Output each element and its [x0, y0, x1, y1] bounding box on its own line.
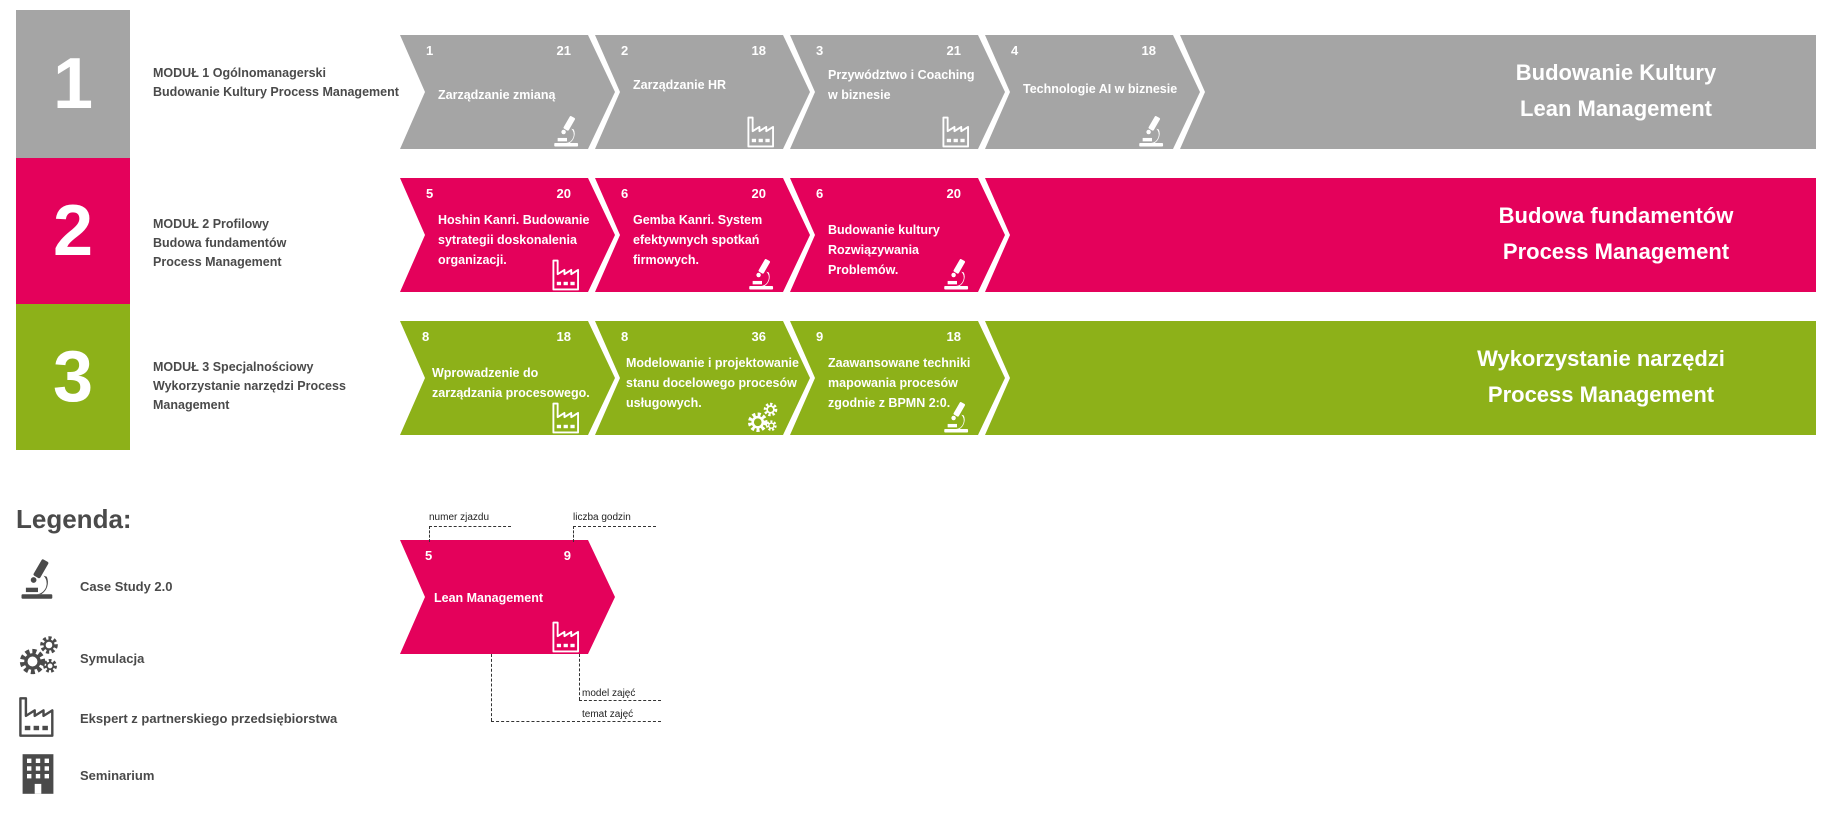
callout-line [429, 526, 511, 527]
factory-icon [549, 401, 585, 435]
session-hours: 20 [946, 186, 961, 201]
legend-label: Ekspert z partnerskiego przedsiębiorstwa [80, 711, 338, 726]
module-number-box: 2 [16, 158, 130, 304]
session-number: 9 [816, 329, 824, 344]
session-title: Zarządzanie zmianą [438, 88, 556, 102]
session-hours: 21 [556, 43, 571, 58]
legend-label: Seminarium [80, 768, 155, 783]
session-title: Hoshin Kanri. Budowanie sytrategii dosko… [438, 213, 590, 267]
session-chevron[interactable]: 8 18 Wprowadzenie do zarządzania proceso… [400, 321, 615, 435]
session-title: Budowanie kultury Rozwiązywania Problemó… [828, 223, 940, 277]
session-chevron[interactable]: 3 21 Przywództwo i Coaching w biznesie [790, 35, 1005, 149]
microscope-icon [939, 258, 975, 292]
microscope-icon [1134, 115, 1170, 149]
session-title: Przywództwo i Coaching w biznesie [828, 68, 975, 102]
microscope-icon [16, 558, 60, 602]
module-band: Wykorzystanie narzędzi Process Managemen… [985, 321, 1816, 435]
session-number: 5 [426, 186, 434, 201]
session-number: 6 [816, 186, 824, 201]
session-number: 2 [621, 43, 629, 58]
module-band: Budowanie Kultury Lean Management [1180, 35, 1816, 149]
module-number-box: 1 [16, 10, 130, 158]
session-chevron[interactable]: 2 18 Zarządzanie HR [595, 35, 810, 149]
factory-icon [744, 115, 780, 149]
legend-example-chevron: 5 9 Lean Management [400, 540, 615, 654]
module-description: MODUŁ 1 Ogólnomanagerski Budowanie Kultu… [153, 66, 399, 99]
session-hours: 20 [751, 186, 766, 201]
session-number: 6 [621, 186, 629, 201]
session-number: 8 [422, 329, 430, 344]
session-number: 8 [621, 329, 629, 344]
callout-line [573, 526, 656, 527]
band-title: Wykorzystanie narzędzi Process Managemen… [1477, 346, 1725, 407]
callout-session-number: numer zjazdu [429, 512, 490, 523]
legend-label: Case Study 2.0 [80, 579, 173, 594]
gears-icon [744, 401, 780, 435]
session-number: 4 [1011, 43, 1019, 58]
session-chevron[interactable]: 6 20 Gemba Kanri. System efektywnych spo… [595, 178, 810, 292]
session-title: Zarządzanie HR [633, 78, 727, 92]
session-hours: 18 [556, 329, 571, 344]
session-number: 1 [426, 43, 434, 58]
module-number-box: 3 [16, 304, 130, 450]
microscope-icon [549, 115, 585, 149]
session-title: Gemba Kanri. System efektywnych spotkań … [633, 213, 763, 267]
session-chevron[interactable]: 9 18 Zaawansowane techniki mapowania pro… [790, 321, 1005, 435]
session-chevron[interactable]: 4 18 Technologie AI w biznesie [985, 35, 1200, 149]
session-number: 5 [425, 548, 433, 563]
gears-icon [16, 634, 60, 678]
callout-class-topic: temat zajęć [582, 709, 634, 720]
session-hours: 36 [751, 329, 766, 344]
legend-label: Symulacja [80, 651, 145, 666]
legend-title: Legenda: [16, 504, 132, 534]
module-description: MODUŁ 2 Profilowy Budowa fundamentów Pro… [153, 217, 287, 269]
band-title: Budowanie Kultury Lean Management [1515, 60, 1717, 121]
band-title: Budowa fundamentów Process Management [1498, 203, 1734, 264]
callout-line [491, 721, 661, 722]
callout-line [579, 700, 661, 701]
module-band: Budowa fundamentów Process Management [985, 178, 1816, 292]
callout-hours: liczba godzin [573, 512, 631, 523]
session-hours: 20 [556, 186, 571, 201]
factory-icon [16, 695, 60, 739]
session-title: Modelowanie i projektowanie stanu docelo… [626, 356, 799, 410]
microscope-icon [744, 258, 780, 292]
session-title: Lean Management [434, 591, 544, 605]
callout-class-model: model zajęć [582, 688, 636, 699]
callout-line [579, 654, 580, 700]
session-chevron[interactable]: 1 21 Zarządzanie zmianą [400, 35, 615, 149]
session-chevron[interactable]: 5 20 Hoshin Kanri. Budowanie sytrategii … [400, 178, 615, 292]
session-title: Zaawansowane techniki mapowania procesów… [828, 356, 971, 410]
callout-line [491, 654, 492, 721]
session-chevron[interactable]: 6 20 Budowanie kultury Rozwiązywania Pro… [790, 178, 1005, 292]
session-title: Wprowadzenie do zarządzania procesowego. [432, 366, 590, 400]
callout-line [429, 526, 430, 542]
session-hours: 21 [946, 43, 961, 58]
callout-line [573, 526, 574, 542]
session-chevron[interactable]: 8 36 Modelowanie i projektowanie stanu d… [595, 321, 810, 435]
factory-icon [549, 258, 585, 292]
microscope-icon [939, 401, 975, 435]
factory-icon [939, 115, 975, 149]
session-hours: 18 [751, 43, 766, 58]
session-hours: 9 [563, 548, 571, 563]
building-icon [16, 752, 60, 796]
session-number: 3 [816, 43, 824, 58]
session-title: Technologie AI w biznesie [1023, 82, 1178, 96]
session-hours: 18 [1141, 43, 1156, 58]
session-hours: 18 [946, 329, 961, 344]
module-description: MODUŁ 3 Specjalnościowy Wykorzystanie na… [153, 360, 346, 412]
factory-icon [549, 620, 585, 654]
